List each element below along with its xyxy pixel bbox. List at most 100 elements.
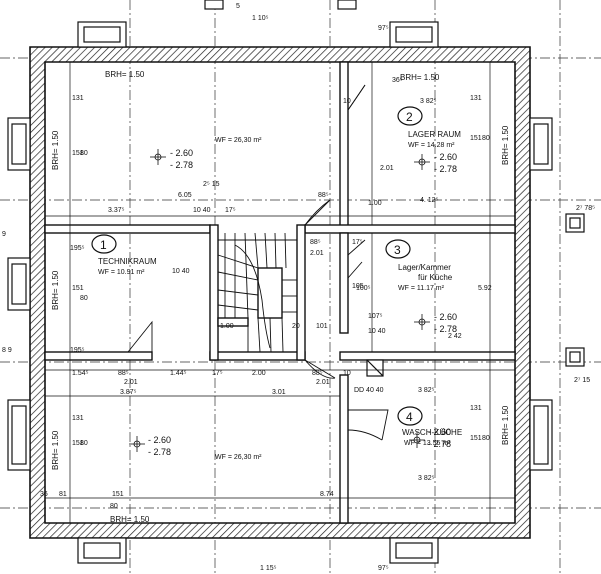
dimension-lines [45,62,515,523]
windows [7,21,553,564]
dimension-label: 151 [72,150,84,157]
dimension-label: 8 9 [2,347,12,354]
dimension-label: 1 10⁵ [252,15,269,22]
dimension-label: 17⁵ [225,207,236,214]
dimension-label: 3.37⁵ [108,207,125,214]
level-markers [129,149,430,452]
dimension-label: 1.00 [368,200,382,207]
dimension-label: 17⁵ [352,239,363,246]
dimension-label: 80 [110,503,118,510]
dimension-label: 131 [72,95,84,102]
interior-walls [44,61,516,524]
room-2-number: 2 [406,110,413,124]
dimension-label: 131 [72,415,84,422]
doors [127,84,389,441]
room-3-name2: für Küche [418,273,453,282]
dimension-label: 131 [470,405,482,412]
room-4-area: WF = 13.55 m² [404,440,451,447]
level-lower-bottom-left: - 2.78 [148,447,171,457]
level-lower-room-4: - 2.78 [428,439,451,449]
dimension-label: 2⁷ 15 [574,377,590,384]
dimension-label: 36 [40,491,48,498]
room-4-number: 4 [406,410,413,424]
dimension-label: 1.00 [220,323,234,330]
dimension-label: 88⁵ [310,239,321,246]
dimension-label: 88⁵ [118,370,129,377]
level-upper-room-3: - 2.60 [434,312,457,322]
dimension-label: 17⁵ [212,370,223,377]
level-upper-bottom-left: - 2.60 [148,435,171,445]
dimension-label: 80 [482,135,490,142]
staircase [217,232,297,353]
dimension-label: 2⁵ 15 [203,181,220,188]
dimension-label: 6.05 [178,192,192,199]
dimension-label: 80 [482,435,490,442]
dimension-label: 2.01 [124,379,138,386]
brh-top-left: BRH= 1.50 [105,70,145,79]
brh-bottom-left: BRH= 1.50 [110,515,150,524]
dimension-label: 105 [352,283,364,290]
dimension-label: 3.87⁵ [120,389,137,396]
room-2-name: LAGER RAUM [408,130,461,139]
dimension-label: 36⁵ [392,77,403,84]
dimension-label: 97⁵ [378,565,389,572]
level-lower-room-2: - 2.78 [434,164,457,174]
room-number-circles [91,106,423,426]
dimension-label: 151 [112,491,124,498]
dimension-label: 151 [470,135,482,142]
dimension-label: 10 40 [172,268,190,275]
dimension-label: 3 82⁵ [420,98,437,105]
dimension-label: 3.01 [272,389,286,396]
dimension-label: 131 [470,95,482,102]
dimension-label: 3 82⁵ [418,387,435,394]
dimension-label: 2.01 [380,165,394,172]
room-4-name: WASCH-KÜCHE [402,428,462,437]
dimension-label: 5.92 [478,285,492,292]
dimension-label: 107⁵ [368,313,383,320]
dimension-label: 2 42 [448,333,462,340]
top-room-area: WF = 26,30 m² [215,137,262,144]
dimension-label: 151 [72,440,84,447]
dimension-label: 2⁷ 78⁵ [576,205,595,212]
dimension-label: 8.74 [320,491,334,498]
dimension-label: 80 [80,440,88,447]
brh-top-right: BRH= 1.50 [400,73,440,82]
dimension-label: 4. 12⁵ [420,197,439,204]
brh-left-middle: BRH= 1.50 [51,270,60,310]
brh-right-upper: BRH= 1.50 [501,125,510,165]
dimension-label: 10 40 [368,328,386,335]
level-values: - 2.60 - 2.78 - 2.60 - 2.78 - 2.60 - 2.7… [148,148,457,457]
outer-walls [29,46,531,539]
dimension-label: 195⁵ [70,245,85,252]
brh-left-lower: BRH= 1.50 [51,430,60,470]
level-upper-room-2: - 2.60 [434,152,457,162]
dimension-label: 80 [80,295,88,302]
dimension-label: 101 [316,323,328,330]
level-lower-top-left: - 2.78 [170,160,193,170]
brh-left-upper: BRH= 1.50 [51,130,60,170]
columns [204,0,585,377]
bottom-room-area: WF = 26,30 m² [215,454,262,461]
room-2-area: WF = 14.28 m² [408,142,455,149]
dimension-label: 2.01 [316,379,330,386]
dimension-label: DD 40 40 [354,387,384,394]
dimension-label: 10 40 [193,207,211,214]
level-upper-room-4: - 2.60 [428,427,451,437]
level-lower-room-3: - 2.78 [434,324,457,334]
dimension-label: 195⁵ [70,347,85,354]
room-1-area: WF = 10.91 m² [98,269,145,276]
dimension-label: 88⁵ [318,192,329,199]
level-upper-top-left: - 2.60 [170,148,193,158]
brh-right-lower: BRH= 1.50 [501,405,510,445]
dimension-label: 81 [59,491,67,498]
dimension-label: 5 [236,3,240,10]
dimension-label: 80 [80,150,88,157]
room-3-name: Lager/Kammer [398,263,451,272]
dimension-labels: 6.05 3.37⁵ 10 40 17⁵ 2⁵ 15 88⁵ 4. 12⁵ 3 … [2,3,595,572]
dimension-label: 1 15⁵ [260,565,277,572]
dimension-label: 2.00 [252,370,266,377]
dimension-label: 10 [343,370,351,377]
room-3-area: WF = 11.17 m² [398,285,445,292]
dimension-label: 2.01 [310,250,324,257]
